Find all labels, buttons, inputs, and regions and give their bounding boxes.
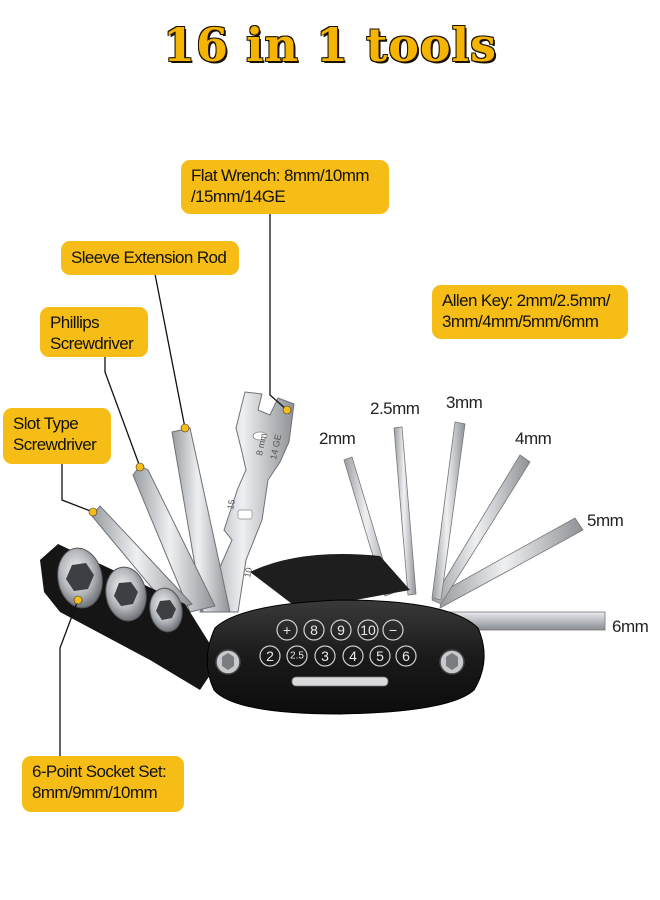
tool-frame <box>250 554 410 610</box>
handle-key-8: 8 <box>310 622 318 638</box>
socket-9mm <box>105 566 147 622</box>
wrench-engraving-15: 15 <box>225 499 237 511</box>
flat-wrench: 15 10 8 mm 14 GE <box>199 391 295 613</box>
handle-key-10: 10 <box>360 622 376 638</box>
wrench-engraving-10: 10 <box>242 567 254 579</box>
handle-key-2: 2 <box>266 648 274 664</box>
allen-label-6mm: 6mm <box>612 617 649 636</box>
handle-key-6: 6 <box>402 648 410 664</box>
leader-dot-phillips <box>135 462 145 472</box>
socket-8mm <box>149 587 183 633</box>
allen-label-3mm: 3mm <box>446 393 483 412</box>
callout-phillips-screwdriver: Phillips Screwdriver <box>40 307 148 357</box>
handle-key-markers-top: + 8 9 10 − <box>276 619 404 641</box>
handle-key-plus: + <box>283 622 291 638</box>
tool-handle <box>206 599 485 715</box>
handle-key-4: 4 <box>349 648 357 664</box>
handle-key-markers-bottom: 2 2.5 3 4 5 6 <box>259 645 417 667</box>
allen-key-2-5mm <box>393 426 417 596</box>
leader-socket-set <box>59 599 79 756</box>
callout-sleeve-extension-rod: Sleeve Extension Rod <box>61 241 239 275</box>
leader-phillips <box>104 355 141 468</box>
handle-key-2-5: 2.5 <box>290 651 304 662</box>
leader-dot-sleeve-rod <box>180 423 190 433</box>
page-title: 16 in 1 tools <box>163 18 497 72</box>
handle-key-3: 3 <box>321 648 329 664</box>
sleeve-extension-rod <box>171 427 231 613</box>
allen-key-3mm <box>431 421 466 601</box>
leader-flat-wrench <box>269 214 288 411</box>
callout-flat-wrench: Flat Wrench: 8mm/10mm /15mm/14GE <box>181 160 389 214</box>
handle-key-minus: − <box>389 622 397 638</box>
leader-dot-slot-type <box>88 507 98 517</box>
leader-slot-type <box>61 464 94 513</box>
leader-dot-socket-set <box>73 595 83 605</box>
allen-label-5mm: 5mm <box>587 511 624 530</box>
allen-label-2-5mm: 2.5mm <box>370 399 420 418</box>
allen-label-2mm: 2mm <box>319 429 356 448</box>
leader-dot-flat-wrench <box>282 405 292 415</box>
wrench-engraving-8mm: 8 mm <box>254 432 268 456</box>
socket-10mm <box>57 547 103 609</box>
callout-slot-type-screwdriver: Slot Type Screwdriver <box>3 408 111 464</box>
handle-key-5: 5 <box>376 648 384 664</box>
callout-socket-set: 6-Point Socket Set: 8mm/9mm/10mm <box>22 756 184 812</box>
allen-label-4mm: 4mm <box>515 429 552 448</box>
leader-sleeve-rod <box>154 273 186 429</box>
handle-key-9: 9 <box>337 622 345 638</box>
callout-allen-key: Allen Key: 2mm/2.5mm/ 3mm/4mm/5mm/6mm <box>432 285 628 339</box>
